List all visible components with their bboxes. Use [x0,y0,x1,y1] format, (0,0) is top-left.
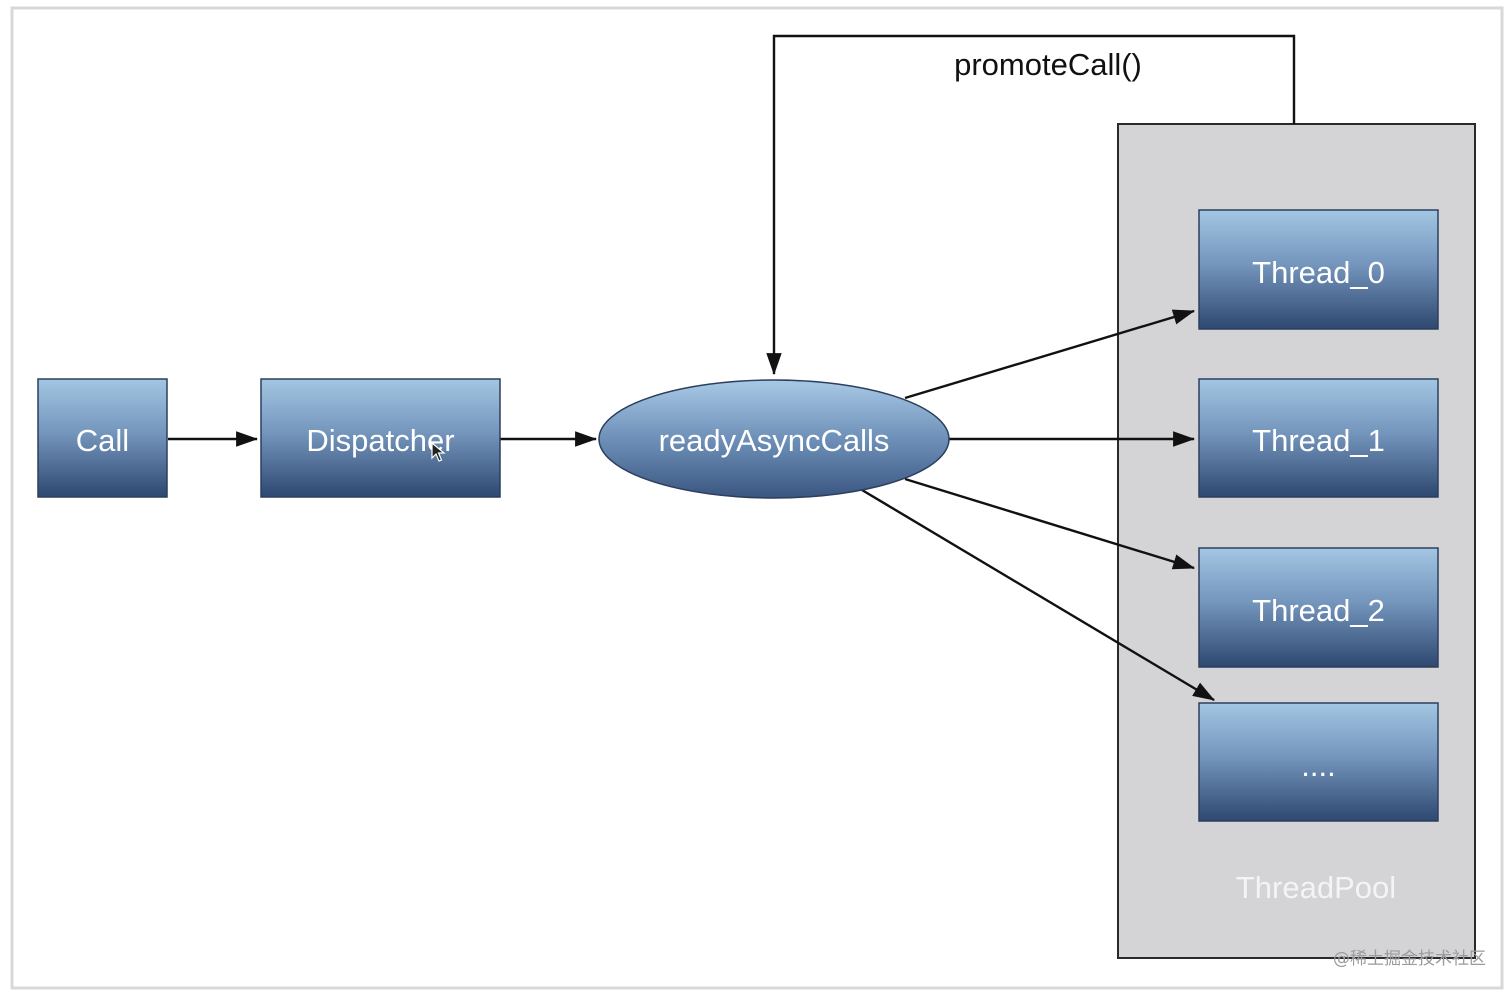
ready-async-calls-ellipse [598,379,950,499]
dispatcher-box [260,378,501,498]
call-node: Call [37,378,168,498]
call-box [37,378,168,498]
thread-1-label: Thread_1 [1252,423,1385,458]
thread-node-1: Thread_1 [1198,378,1439,498]
thread-node-more: .... [1198,702,1439,822]
dispatcher-node: Dispatcher [260,378,501,498]
thread-node-2: Thread_2 [1198,547,1439,668]
ready-to-thread-2-edge [904,477,1196,570]
promote-call-label: promoteCall() [954,47,1142,82]
thread-0-label: Thread_0 [1252,255,1385,290]
dispatcher-label: Dispatcher [306,423,454,458]
mouse-pointer-icon [431,441,446,462]
thread-2-box [1198,547,1439,668]
thread-more-label: .... [1301,748,1335,783]
thread-2-label: Thread_2 [1252,593,1385,628]
ready-async-calls-label: readyAsyncCalls [659,423,890,458]
thread-0-box [1198,209,1439,330]
thread-node-0: Thread_0 [1198,209,1439,330]
thread-pool-label: ThreadPool [1236,870,1396,905]
ready-to-thread-more-edge [861,488,1215,702]
promote-call-edge [766,34,1296,376]
watermark: @稀土掘金技术社区 [1333,949,1486,969]
thread-1-box [1198,378,1439,498]
thread-more-box [1198,702,1439,822]
ready-to-thread-0-edge [904,309,1196,400]
ready-async-calls-node: readyAsyncCalls [598,379,950,499]
call-label: Call [76,423,129,458]
